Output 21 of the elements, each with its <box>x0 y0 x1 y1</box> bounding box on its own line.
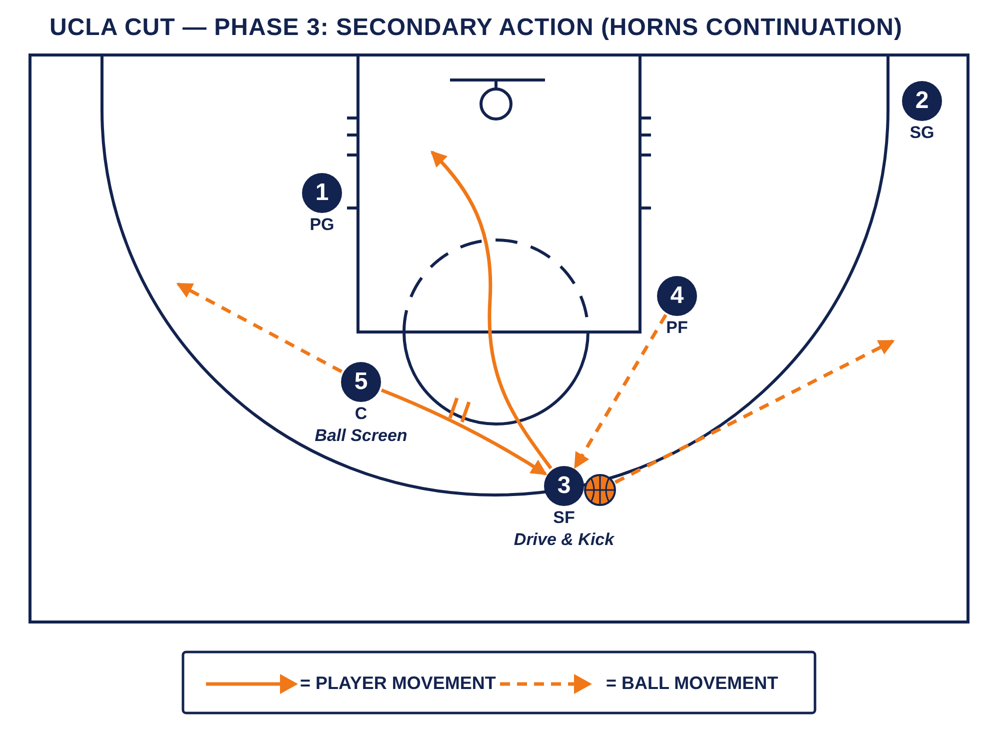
arrow <box>430 150 552 470</box>
legend-label: = BALL MOVEMENT <box>606 673 778 694</box>
player-marker: 5 <box>341 362 381 402</box>
arrow <box>380 388 548 476</box>
position-label: SG <box>910 123 934 143</box>
position-label: PG <box>310 215 334 235</box>
player-marker: 4 <box>657 276 697 316</box>
player-marker: 2 <box>902 81 942 121</box>
position-label: SF <box>553 508 575 528</box>
dashed-arrow <box>614 339 895 484</box>
legend-label: = PLAYER MOVEMENT <box>300 673 496 694</box>
player-marker: 1 <box>302 173 342 213</box>
player-marker: 3 <box>544 466 584 506</box>
action-label: Ball Screen <box>314 426 408 446</box>
basketball-icon <box>584 474 616 506</box>
action-label: Drive & Kick <box>514 530 614 550</box>
dashed-arrow <box>574 314 668 469</box>
title: UCLA CUT — PHASE 3: SECONDARY ACTION (HORNS CONTINUATION) <box>48 14 904 42</box>
position-label: PF <box>666 318 688 338</box>
position-label: C <box>354 404 368 424</box>
dashed-arrow <box>176 282 342 374</box>
